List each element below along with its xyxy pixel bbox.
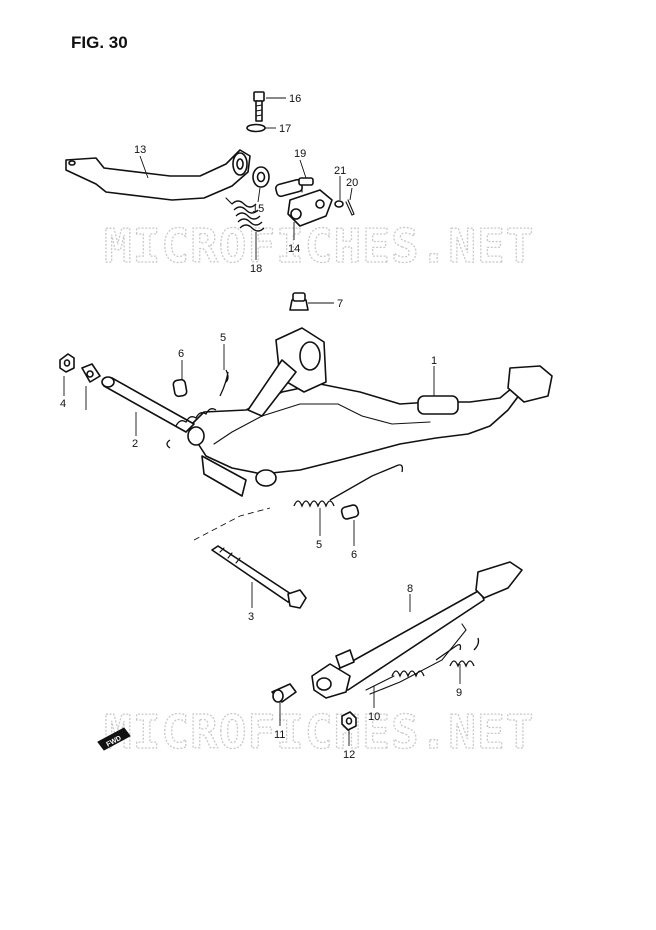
callout-4: 4 [60, 398, 66, 410]
spring-hook-10 [365, 623, 467, 695]
callout-14: 14 [288, 243, 300, 255]
pedal-washer-15 [252, 166, 270, 188]
leader-lines [63, 97, 461, 746]
callout-5-upper: 5 [220, 332, 226, 344]
callout-7: 7 [337, 298, 343, 310]
side-stand-8 [311, 561, 523, 699]
stopper-7 [289, 292, 309, 311]
dash-line [193, 507, 271, 541]
nut-12 [341, 711, 357, 731]
brake-pedal [65, 149, 251, 201]
callout-19: 19 [294, 148, 306, 160]
return-spring-18 [225, 197, 265, 232]
callout-21: 21 [334, 165, 346, 177]
shaft-2 [101, 376, 195, 433]
callout-5-lower: 5 [316, 539, 322, 551]
callout-6-upper: 6 [178, 348, 184, 360]
callout-labels: 16 17 13 19 21 20 15 14 18 7 5 6 1 4 2 5… [60, 93, 462, 761]
spring-9 [391, 637, 480, 678]
callout-6-lower: 6 [351, 549, 357, 561]
collar-6-upper [172, 378, 188, 398]
cotter-pin-20 [345, 199, 355, 216]
figure-title: FIG. 30 [71, 33, 128, 52]
callout-17: 17 [279, 123, 291, 135]
callout-20: 20 [346, 177, 358, 189]
watermark-bottom: MICROFICHES.NET [104, 705, 534, 759]
callout-18: 18 [250, 263, 262, 275]
pivot-bracket-14 [274, 178, 333, 227]
washer-21 [334, 200, 344, 208]
callout-15: 15 [252, 203, 264, 215]
pedal-bolt [253, 91, 265, 122]
nut-4 [59, 353, 75, 373]
bolt-11 [271, 683, 297, 703]
callout-1: 1 [431, 355, 437, 367]
pedal-washer-17 [246, 123, 266, 133]
callout-13: 13 [134, 144, 146, 156]
collar-4b [81, 363, 101, 383]
spring-5-lower [293, 464, 404, 508]
bolt-3 [211, 545, 307, 609]
callout-11: 11 [274, 729, 285, 741]
callout-3: 3 [248, 611, 254, 623]
callout-10: 10 [368, 711, 380, 723]
callout-8: 8 [407, 583, 413, 595]
watermark-top: MICROFICHES.NET [104, 219, 534, 273]
center-stand-1 [187, 327, 553, 497]
collar-6-lower [340, 504, 360, 520]
callout-12: 12 [343, 749, 355, 761]
callout-9: 9 [456, 687, 462, 699]
bolt-19 [298, 177, 314, 193]
callout-16: 16 [289, 93, 301, 105]
spring-5-upper [166, 369, 229, 449]
callout-2: 2 [132, 438, 138, 450]
